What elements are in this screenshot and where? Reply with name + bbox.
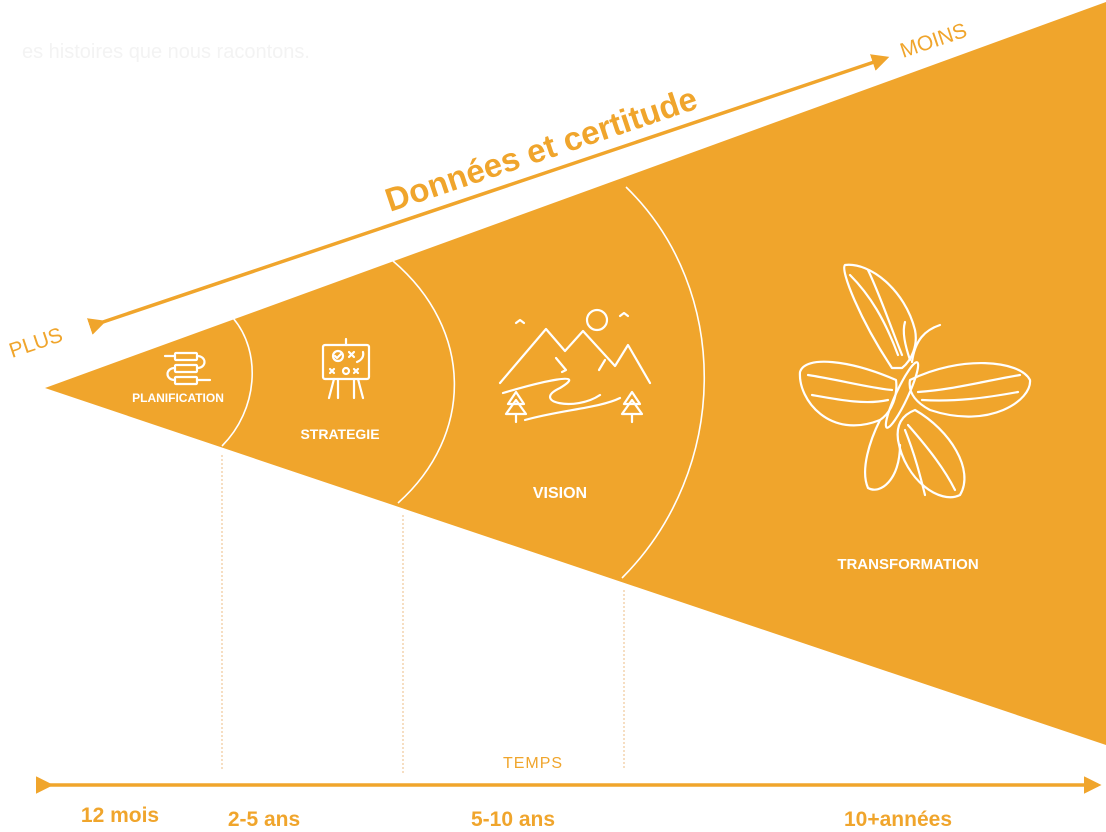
faded-caption: es histoires que nous racontons. — [22, 41, 310, 63]
time-label-10-plus-annees: 10+années — [844, 808, 952, 831]
mountain-landscape-icon — [498, 308, 652, 424]
time-axis-title: TEMPS — [503, 755, 563, 772]
segment-label-transformation: TRANSFORMATION — [837, 556, 978, 573]
process-flow-icon — [163, 351, 212, 386]
segment-label-strategie: STRATEGIE — [300, 426, 379, 442]
data-certainty-arrow — [86, 54, 890, 335]
time-label-5-10-ans: 5-10 ans — [471, 808, 555, 831]
butterfly-icon — [798, 263, 1032, 499]
strategy-board-icon — [321, 337, 371, 400]
segment-label-planification: PLANIFICATION — [132, 391, 224, 405]
time-label-2-5-ans: 2-5 ans — [228, 808, 300, 831]
uncertainty-cone — [45, 2, 1106, 745]
segment-label-vision: VISION — [533, 485, 587, 502]
time-label-12-mois: 12 mois — [81, 804, 159, 827]
plus-label: PLUS — [6, 323, 65, 362]
